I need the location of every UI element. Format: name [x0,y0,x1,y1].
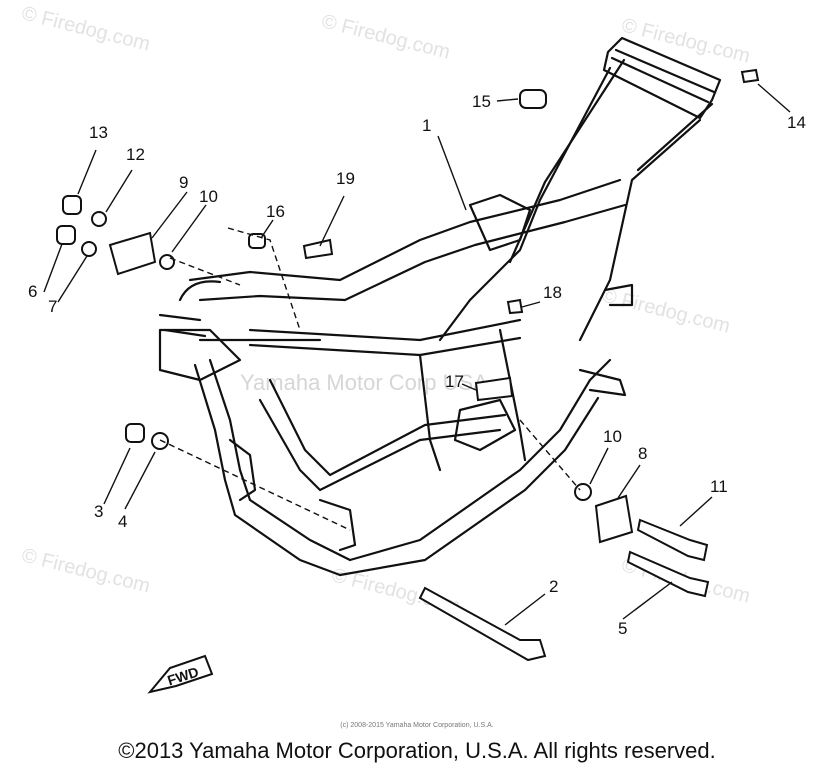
callout-11: 11 [710,477,728,496]
callout-15: 15 [472,92,491,111]
part-10-washer-upper [159,254,175,270]
part-7-washer [81,241,97,257]
part-13-bushing [62,195,82,215]
part-2-through-bolt [418,586,547,662]
part-14-bolt [740,68,760,84]
rear-top-plate [602,36,722,120]
part-4-washer [151,432,169,450]
callout-3: 3 [94,502,104,521]
part-8-bracket [594,494,634,544]
callout-4: 4 [118,512,128,531]
callout-5: 5 [618,619,628,638]
callout-19: 19 [336,169,355,188]
part-18-bolt [506,298,524,315]
part-9-bracket [108,231,157,276]
part-11-bolt [636,518,709,562]
copyright-notice: ©2013 Yamaha Motor Corporation, U.S.A. A… [118,738,716,763]
fwd-arrow-icon [147,654,214,694]
callout-10-lower: 10 [603,427,622,446]
watermark: Yamaha Motor Corp USA [240,370,488,395]
callout-17: 17 [445,372,464,391]
part-6-bushing [56,225,76,245]
callout-14: 14 [787,113,806,132]
engine-mount-left [158,328,242,382]
engine-mount-right [453,398,517,452]
callout-7: 7 [48,297,58,316]
callout-2: 2 [549,577,559,596]
callout-18: 18 [543,283,562,302]
part-19-clip [302,238,334,260]
part-12-washer [91,211,107,227]
callout-1: 1 [422,116,432,135]
callout-13: 13 [89,123,108,142]
part-17-plate [474,376,514,402]
callout-6: 6 [28,282,38,301]
main-frame-tube [438,66,612,342]
callout-16: 16 [266,202,285,221]
callout-12: 12 [126,145,145,164]
part-10-washer-lower [574,483,592,501]
callout-8: 8 [638,444,648,463]
part-3-bushing [125,423,145,443]
callout-10-upper: 10 [199,187,218,206]
callout-9: 9 [179,173,189,192]
part-5-bolt [626,550,710,598]
fine-print: (c) 2008-2015 Yamaha Motor Corporation, … [340,722,494,729]
part-15-bushing [519,89,547,109]
